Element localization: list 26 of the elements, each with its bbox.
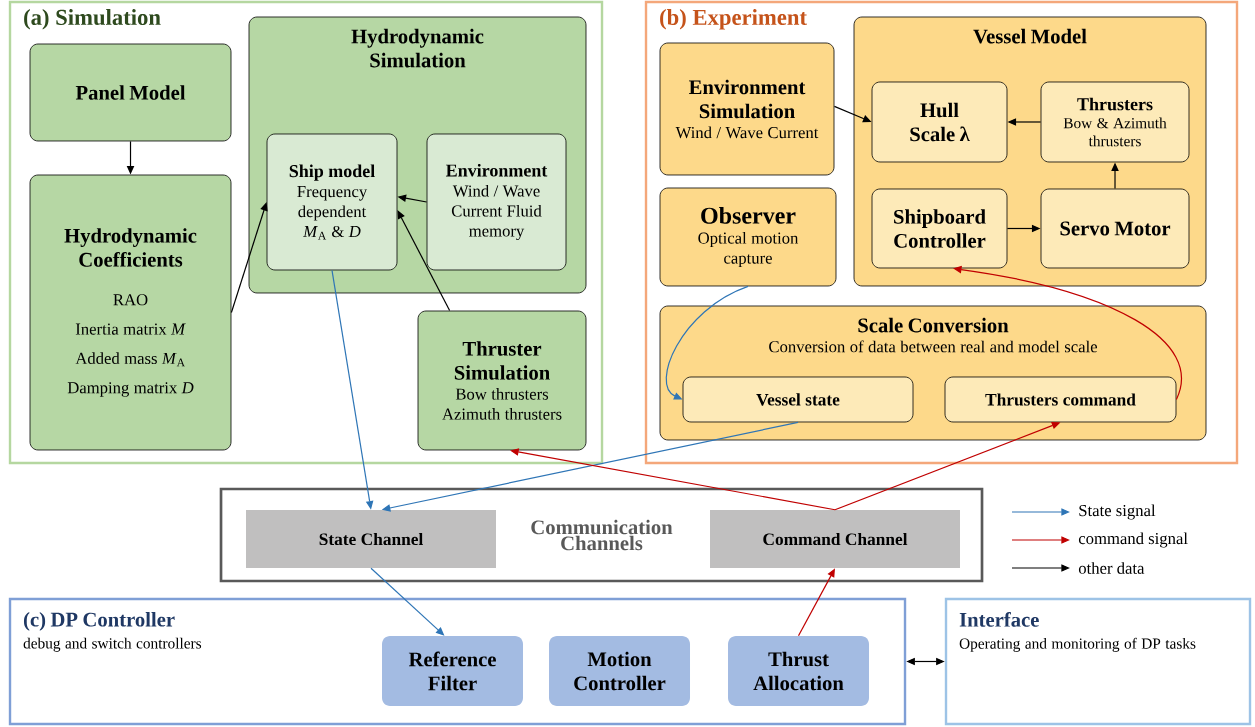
process-box: Hydrodynamic Coefficients RAO Inertia matrix M Added mass M$_{A}$ Damping matrix D — [29, 174, 232, 451]
process-box: Thrust Allocation — [728, 636, 869, 706]
process-box: Thrusters command — [944, 376, 1177, 423]
process-box: Hull Scale λ — [871, 81, 1008, 163]
panel-frame: Interface Operating and monitoring of DP tasks — [944, 597, 1252, 726]
arrow — [230, 202, 268, 314]
process-box: Shipboard Controller — [871, 188, 1008, 269]
legend-label: State signal — [1079, 504, 1156, 520]
process-box: Observer Optical motion capture — [659, 187, 837, 287]
channel-box: Command Channel — [710, 510, 960, 568]
arrow — [397, 210, 451, 312]
arrow — [665, 285, 749, 400]
legend-label: other data — [1078, 562, 1145, 574]
arrow — [510, 448, 836, 511]
process-box: Reference Filter — [382, 636, 523, 706]
legend-label: command signal — [1078, 532, 1188, 548]
process-box: Panel Model — [29, 43, 232, 142]
process-box: Vessel state — [682, 376, 914, 423]
process-box: Thruster Simulation Bow thrusters Azimuth thrusters — [417, 310, 587, 451]
process-box: Ship model Frequency dependent M$_{A}$ & D — [266, 133, 398, 271]
process-box: Environment Wind / Wave Current Fluid memory — [426, 133, 567, 271]
channel-box: State Channel — [246, 510, 496, 568]
process-box: Motion Controller — [549, 636, 690, 706]
process-box: Servo Motor — [1040, 188, 1190, 269]
process-box: Environment Simulation Wind / Wave Current — [659, 42, 835, 176]
process-box: Thrusters Bow & Azimuth thrusters — [1040, 81, 1190, 163]
